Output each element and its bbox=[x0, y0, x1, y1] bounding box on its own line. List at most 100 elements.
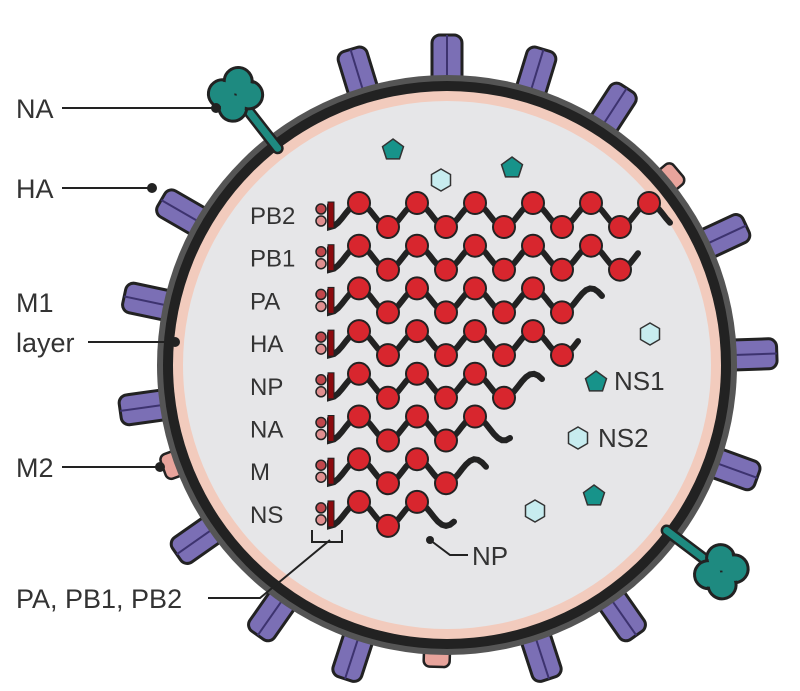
ns2-protein bbox=[567, 426, 589, 450]
segment-label: PB1 bbox=[250, 246, 295, 273]
na-stalk bbox=[663, 526, 707, 562]
pb-subunit bbox=[315, 245, 327, 258]
label-ha: HA bbox=[16, 174, 54, 204]
pa-subunit bbox=[315, 257, 327, 270]
np-bead bbox=[376, 215, 400, 239]
ns2-protein bbox=[639, 322, 661, 346]
segment-label: PA bbox=[250, 288, 280, 315]
label-ns1: NS1 bbox=[614, 366, 665, 396]
np-bead bbox=[347, 447, 371, 472]
segment-label: M bbox=[250, 459, 270, 486]
rnp-segment-pb2: PB2 bbox=[250, 191, 673, 239]
segment-label: PB2 bbox=[250, 203, 295, 230]
np-bead bbox=[376, 385, 400, 410]
pb-subunit bbox=[315, 416, 327, 429]
label-m1: M1 bbox=[16, 288, 54, 318]
ns2-protein bbox=[430, 168, 452, 192]
segment-label: NA bbox=[250, 417, 283, 444]
segment-label: NS bbox=[250, 502, 283, 529]
np-bead bbox=[463, 404, 487, 429]
leader-lines bbox=[62, 107, 468, 599]
np-bead bbox=[347, 276, 371, 301]
pa-subunit bbox=[315, 428, 327, 441]
label-m2: M2 bbox=[16, 453, 54, 483]
pb-subunit bbox=[315, 288, 327, 301]
np-bead bbox=[376, 513, 400, 538]
label-ns2: NS2 bbox=[598, 423, 649, 453]
segment-label: HA bbox=[250, 331, 283, 358]
np-bead bbox=[608, 257, 632, 282]
na-spike bbox=[660, 524, 750, 601]
np-bead bbox=[550, 300, 574, 325]
np-bead bbox=[376, 343, 400, 368]
pa-subunit bbox=[315, 300, 327, 313]
pb1-subunit bbox=[327, 500, 335, 528]
np-bead bbox=[434, 428, 458, 453]
np-bead bbox=[492, 300, 516, 325]
ns1-protein bbox=[500, 156, 524, 178]
rnp-segment-m: M bbox=[250, 447, 489, 496]
label-m1-layer: layer bbox=[16, 328, 75, 358]
np-bead bbox=[521, 319, 545, 344]
ns1-protein bbox=[584, 370, 608, 392]
pa-subunit bbox=[315, 386, 327, 398]
pb1-subunit bbox=[327, 329, 335, 357]
np-bead bbox=[463, 319, 487, 344]
rnp-segment-na: NA bbox=[250, 404, 513, 453]
rnp-segment-pb1: PB1 bbox=[250, 233, 641, 282]
rnp-segment-np: NP bbox=[250, 361, 545, 410]
np-bead bbox=[434, 215, 458, 239]
pb1-subunit bbox=[327, 201, 335, 229]
pb1-subunit bbox=[327, 244, 335, 272]
pa-subunit bbox=[315, 471, 327, 483]
pb-subunit bbox=[315, 502, 327, 514]
np-bead bbox=[405, 319, 429, 344]
np-bead bbox=[376, 300, 400, 325]
rnp-segment-ha: HA bbox=[250, 319, 581, 368]
pb-subunit bbox=[315, 374, 327, 386]
na-head-fill bbox=[710, 572, 735, 597]
np-bead bbox=[463, 361, 487, 386]
np-bead bbox=[521, 276, 545, 301]
np-bead bbox=[405, 233, 429, 258]
np-bead bbox=[492, 385, 516, 410]
pb1-subunit bbox=[327, 372, 335, 400]
np-bead bbox=[579, 191, 603, 215]
rnp-segment-ns: NS bbox=[250, 489, 457, 538]
np-bead bbox=[405, 447, 429, 472]
np-bead bbox=[550, 343, 574, 368]
np-bead bbox=[405, 404, 429, 429]
np-bead bbox=[405, 276, 429, 301]
np-bead bbox=[550, 257, 574, 282]
np-bead bbox=[492, 343, 516, 368]
pb-subunit bbox=[315, 459, 327, 471]
na-spike bbox=[206, 65, 284, 155]
pb1-subunit bbox=[327, 286, 335, 314]
np-bead bbox=[376, 471, 400, 496]
pa-subunit bbox=[315, 343, 327, 355]
np-bead bbox=[492, 215, 516, 239]
np-bead bbox=[405, 191, 429, 215]
np-bead bbox=[376, 257, 400, 282]
np-bead bbox=[405, 361, 429, 386]
label-polymerase: PA, PB1, PB2 bbox=[16, 584, 182, 614]
np-bead bbox=[347, 489, 371, 514]
pa-subunit bbox=[315, 514, 327, 526]
np-bead bbox=[434, 385, 458, 410]
segment-label: NP bbox=[250, 374, 283, 401]
np-bead bbox=[521, 191, 545, 215]
pb-subunit bbox=[315, 331, 327, 343]
np-bead bbox=[492, 257, 516, 282]
spike-stems bbox=[206, 65, 750, 601]
na-stalk bbox=[246, 109, 282, 152]
np-bead bbox=[463, 191, 487, 215]
free-proteins bbox=[381, 138, 661, 523]
np-bead bbox=[347, 319, 371, 344]
ns2-protein bbox=[524, 499, 546, 523]
pa-subunit bbox=[315, 215, 327, 227]
ns1-protein bbox=[582, 484, 606, 506]
np-bead bbox=[608, 215, 632, 239]
